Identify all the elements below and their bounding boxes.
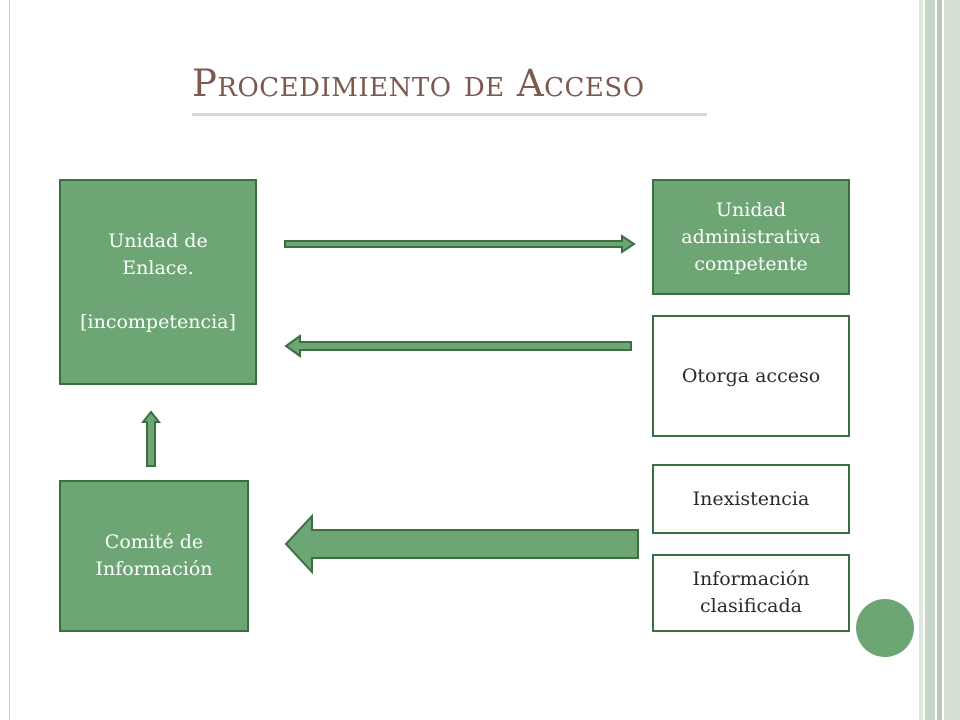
arrow-left-from-otorga [284, 334, 632, 358]
arrow-left-to-comite [284, 513, 639, 575]
informacion-clasificada-label: Información clasificada [692, 568, 810, 617]
page-title: Procedimiento de Acceso [192, 62, 645, 105]
inexistencia-label: Inexistencia [692, 487, 810, 510]
otorga-acceso-label: Otorga acceso [681, 364, 821, 387]
decorative-circle [856, 599, 914, 657]
arrow-right-to-unidad-administrativa [284, 234, 636, 254]
comite-de-informacion-box: Comité de Información [59, 480, 249, 632]
informacion-clasificada-box: Información clasificada [652, 554, 850, 632]
unidad-de-enlace-box: Unidad de Enlace. [incompetencia] [59, 179, 257, 385]
otorga-acceso-box: Otorga acceso [652, 315, 850, 437]
comite-de-informacion-label: Comité de Información [95, 531, 213, 580]
inexistencia-box: Inexistencia [652, 464, 850, 534]
unidad-administrativa-box: Unidad administrativa competente [652, 179, 850, 295]
decorative-stripes [919, 0, 960, 720]
title-underline [192, 113, 707, 116]
unidad-de-enlace-label: Unidad de Enlace. [incompetencia] [80, 230, 236, 333]
unidad-administrativa-label: Unidad administrativa competente [681, 198, 821, 275]
arrow-up-to-unidad-enlace [140, 410, 162, 467]
